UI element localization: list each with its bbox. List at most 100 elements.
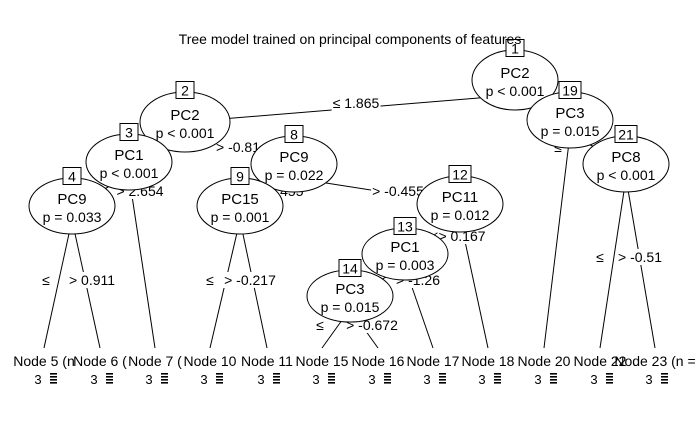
leaf-label: Node 23 (n =: [614, 353, 695, 369]
edge-label-4-6: > 0.911: [69, 272, 115, 288]
leaf-bar-glyph: [550, 382, 557, 384]
edge-label-bg-2-8: [215, 139, 262, 155]
diagram-title: Tree model trained on principal componen…: [179, 31, 522, 47]
leaf-bar-glyph: [161, 382, 168, 384]
leaf-bar-glyph: [106, 379, 113, 381]
leaf-bar-glyph: [606, 376, 613, 378]
leaf-bar-glyph: [550, 379, 557, 381]
edge-label-21-22: ≤: [596, 249, 604, 265]
leaf-bar-glyph: [550, 373, 557, 375]
edge-label-8-12: > -0.455: [372, 183, 424, 199]
node-id: 9: [236, 169, 244, 185]
node-p-value: p < 0.001: [486, 83, 545, 99]
leaf-bar-glyph: [216, 379, 223, 381]
edge-label-bg-8-12: [371, 183, 426, 199]
node-id: 8: [290, 127, 298, 143]
node-id-box: [393, 217, 417, 235]
leaf-label: Node 11: [241, 353, 293, 369]
node-p-value: p = 0.033: [43, 209, 102, 225]
leaf-bar-glyph: [384, 376, 391, 378]
leaf-n: 3: [590, 372, 597, 387]
node-id-box: [175, 81, 195, 99]
leaf-node-16: Node 16 3: [352, 353, 405, 387]
leaf-n: 3: [145, 372, 152, 387]
leaf-node-23: Node 23 (n = 3: [614, 353, 695, 387]
node-id: 4: [68, 169, 76, 185]
node-variable: PC2: [500, 65, 529, 82]
leaf-label: Node 6 (: [73, 353, 127, 369]
leaf-bar-glyph: [439, 376, 446, 378]
node-p-value: p < 0.001: [156, 125, 215, 141]
leaf-bar-glyph: [273, 382, 280, 384]
leaf-n: 3: [645, 372, 652, 387]
edge-label-bg-4-6: [67, 272, 117, 288]
edge-label-4-5: ≤: [42, 272, 50, 288]
edge-labels-layer: ≤ 1.865> 10.81> -0.81≤> 2.654≤> 0.9110.4…: [41, 93, 664, 333]
node-p-value: p = 0.015: [541, 123, 600, 139]
node-id-box: [448, 165, 472, 183]
leaf-bar-glyph: [50, 373, 57, 375]
leaf-bar-glyph: [661, 373, 668, 375]
leaf-label: Node 16: [352, 353, 405, 369]
node-id-box: [505, 39, 525, 57]
leaf-bar-glyph: [216, 382, 223, 384]
leaf-node-22: Node 223: [574, 353, 627, 387]
leaf-label: Node 20: [518, 353, 571, 369]
leaf-label: Node 5 (n: [13, 353, 74, 369]
leaf-bar-glyph: [50, 379, 57, 381]
leaf-bar-glyph: [273, 376, 280, 378]
leaf-bar-glyph: [384, 379, 391, 381]
leaf-bar-glyph: [161, 373, 168, 375]
edge-label-bg-21-23: [617, 249, 664, 265]
leaf-n: 3: [90, 372, 97, 387]
leaf-bar-glyph: [106, 376, 113, 378]
leaf-node-17: Node 173: [407, 353, 460, 387]
node-p-value: p = 0.003: [376, 257, 435, 273]
leaf-label: Node 7 (: [128, 353, 182, 369]
node-variable: PC9: [279, 149, 308, 166]
leaf-bar-glyph: [106, 373, 113, 375]
node-variable: PC9: [57, 191, 86, 208]
leaf-n: 3: [312, 372, 319, 387]
edge-label-14-15: ≤: [316, 317, 324, 333]
leaf-n: 3: [200, 372, 207, 387]
edge-label-2-8: > -0.81: [216, 139, 260, 155]
leaf-bar-glyph: [606, 379, 613, 381]
node-variable: PC2: [170, 107, 199, 124]
leaf-n: 3: [368, 372, 375, 387]
node-id: 19: [562, 83, 578, 99]
leaf-bar-glyph: [661, 382, 668, 384]
leaf-bar-glyph: [273, 379, 280, 381]
edge-4-5: [43, 219, 73, 349]
leaf-n: 3: [34, 372, 41, 387]
node-id-box: [119, 123, 139, 141]
leaf-bar-glyph: [439, 373, 446, 375]
leaf-node-10: Node 10 3: [184, 353, 237, 387]
edge-label-bg-12-18: [437, 228, 487, 244]
edge-label-bg-4-5: [41, 272, 52, 288]
edge-label-bg-9-10: [205, 272, 216, 288]
edge-19-20: [543, 133, 571, 349]
leaf-bar-glyph: [661, 379, 668, 381]
edge-21-22: [599, 177, 627, 349]
leaf-bar-glyph: [384, 382, 391, 384]
leaf-label: Node 10: [184, 353, 237, 369]
node-variable: PC3: [335, 281, 364, 298]
leaf-bar-glyph: [106, 382, 113, 384]
leaf-bar-glyph: [494, 373, 501, 375]
edge-label-bg-14-15: [315, 317, 326, 333]
leaf-bar-glyph: [161, 379, 168, 381]
node-id: 3: [125, 125, 133, 141]
leaf-bar-glyph: [661, 376, 668, 378]
edge-label-1-2: ≤ 1.865: [333, 95, 380, 111]
